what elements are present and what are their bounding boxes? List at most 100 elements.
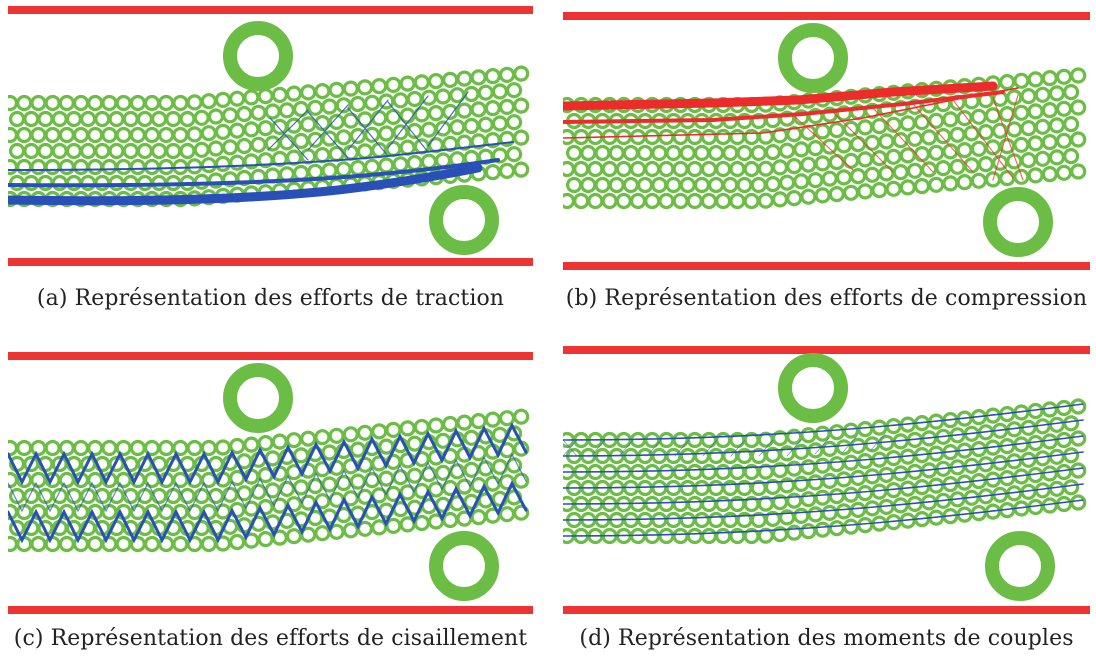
grain: [686, 527, 703, 545]
panel-d-graphic: [563, 346, 1090, 614]
grain: [715, 128, 732, 146]
grain: [236, 137, 253, 155]
grain: [420, 121, 437, 138]
grain: [1055, 431, 1073, 449]
grain: [658, 527, 675, 545]
grain: [151, 142, 168, 160]
grain: [956, 142, 973, 159]
grain: [814, 425, 831, 442]
grain: [1070, 67, 1087, 84]
grain: [172, 126, 189, 144]
grain: [229, 154, 246, 171]
grain: [857, 420, 874, 438]
grain: [708, 447, 725, 465]
grain: [72, 158, 90, 176]
grain: [477, 84, 494, 101]
granular-beam: [8, 65, 530, 208]
grain: [842, 486, 860, 503]
grain: [442, 71, 459, 89]
grain: [349, 95, 366, 113]
grain: [850, 501, 867, 518]
grain: [179, 142, 196, 160]
grain: [999, 170, 1016, 187]
grain: [864, 166, 881, 183]
grain: [406, 154, 423, 172]
grain: [513, 504, 530, 521]
panel-a-caption: (a) Représentation des efforts de tracti…: [36, 286, 505, 311]
grain: [821, 504, 838, 521]
grain: [51, 174, 68, 192]
grain: [1070, 163, 1087, 180]
grain: [764, 176, 781, 193]
force-chain: [563, 435, 1084, 473]
grain: [506, 114, 523, 131]
grain: [143, 94, 161, 112]
grain: [857, 151, 874, 168]
grain: [942, 175, 959, 192]
grain: [1027, 135, 1044, 152]
grain: [1070, 398, 1087, 415]
grain: [1041, 69, 1058, 87]
grain: [1013, 104, 1030, 121]
grain: [651, 144, 668, 162]
grain: [51, 110, 68, 128]
grain: [814, 155, 831, 172]
grain: [172, 94, 189, 112]
grain: [406, 90, 423, 108]
grain: [771, 191, 789, 208]
grain: [1048, 416, 1065, 433]
grain: [1048, 448, 1065, 465]
grain: [814, 457, 831, 474]
grain: [420, 89, 437, 106]
grain: [378, 470, 395, 487]
grain: [800, 156, 817, 173]
grain: [629, 160, 647, 178]
grain: [693, 176, 710, 194]
grain: [101, 126, 118, 144]
grain: [622, 144, 640, 162]
grain: [506, 146, 523, 163]
grain: [79, 142, 97, 160]
grain: [587, 160, 604, 178]
grain: [94, 142, 111, 160]
grain: [636, 176, 654, 194]
grain: [715, 463, 732, 481]
grain: [708, 479, 725, 497]
grain: [200, 157, 217, 174]
grain: [101, 439, 118, 457]
grain: [672, 128, 689, 146]
grain: [257, 434, 274, 452]
grain: [594, 176, 611, 194]
grain: [406, 435, 423, 452]
grain: [364, 94, 381, 111]
grain: [885, 148, 902, 165]
grain: [1041, 166, 1058, 183]
force-chain: [8, 480, 528, 544]
grain: [23, 174, 40, 192]
loading-cylinder: [223, 21, 293, 91]
grain: [736, 144, 753, 162]
grain: [442, 415, 459, 433]
grain: [58, 439, 75, 457]
grain: [165, 487, 182, 505]
bottom-plate: [8, 258, 533, 266]
grain: [1006, 89, 1023, 106]
grain: [956, 174, 973, 191]
grain: [498, 66, 516, 84]
grain: [1013, 72, 1030, 89]
grain: [385, 517, 402, 534]
grain: [143, 126, 161, 144]
grain: [257, 88, 274, 105]
grain: [513, 408, 530, 425]
grain: [573, 160, 590, 178]
grain: [722, 144, 739, 162]
grain: [658, 431, 675, 449]
grain: [342, 144, 359, 161]
grain: [229, 122, 246, 139]
bottom-plate: [563, 606, 1090, 614]
grain: [427, 104, 445, 122]
grain: [136, 487, 153, 505]
grain: [828, 456, 845, 473]
grain: [949, 158, 966, 175]
grain: [498, 162, 516, 179]
